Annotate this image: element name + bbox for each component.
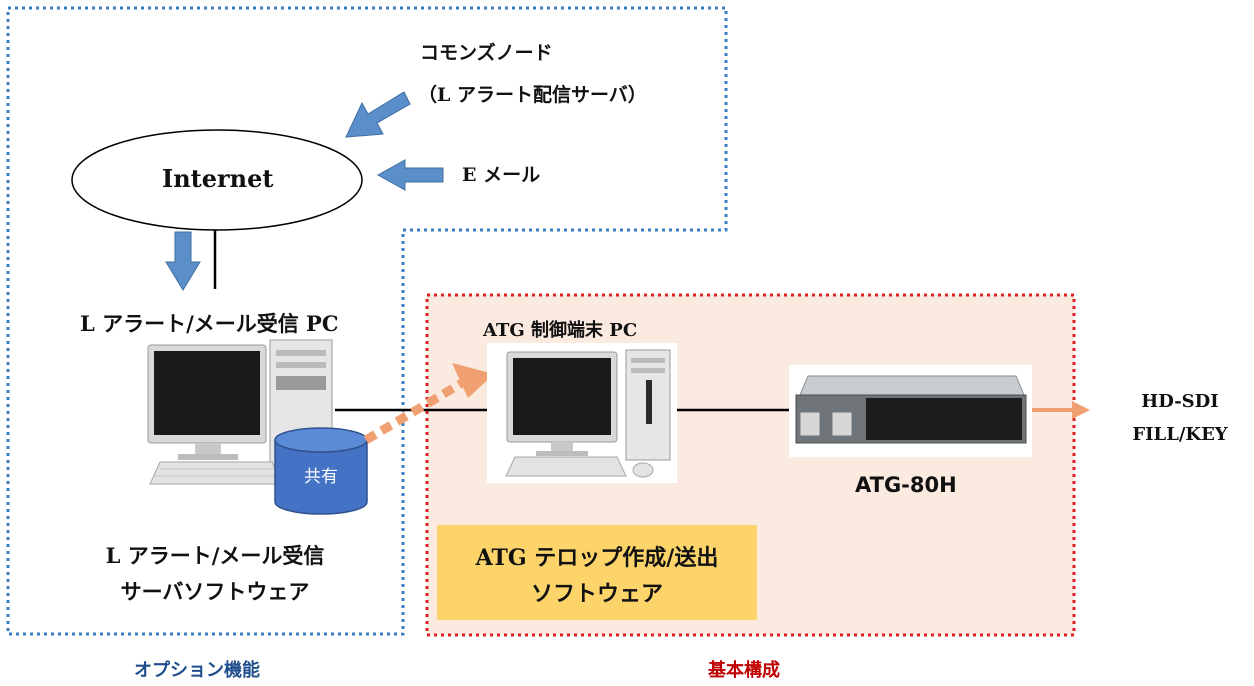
control-pc-icon: [487, 343, 677, 483]
internet-cloud: [71, 129, 363, 231]
email-label: E メール: [462, 164, 541, 186]
internet-label: Internet: [162, 164, 274, 193]
shared-data-arrow: [363, 363, 494, 444]
atg-device-icon: [789, 365, 1032, 457]
receiver-pc-label: L アラート/メール受信 PC: [80, 311, 339, 336]
legend-basic-label: 基本構成: [708, 660, 780, 681]
telop-software-line1: ATG テロップ作成/送出: [475, 545, 719, 571]
receiver-software-line2: サーバソフトウェア: [120, 579, 310, 604]
download-arrow: [165, 231, 201, 291]
control-pc-label: ATG 制御端末 PC: [483, 320, 638, 341]
output-label-line2: FILL/KEY: [1132, 424, 1228, 445]
commons-node-label: コモンズノード: [420, 42, 553, 64]
commons-node-sublabel: （L アラート配信サーバ）: [418, 84, 647, 106]
legend-option-label: オプション機能: [134, 660, 260, 681]
device-label: ATG-80H: [855, 473, 957, 497]
receiver-software-line1: L アラート/メール受信: [105, 543, 325, 568]
email-arrow: [376, 159, 444, 191]
telop-software-line2: ソフトウェア: [530, 581, 663, 607]
shared-disk-label: 共有: [304, 467, 338, 487]
commons-node-arrow: [345, 91, 411, 138]
shared-disk-icon: [274, 427, 368, 515]
output-label-line1: HD-SDI: [1141, 391, 1219, 412]
telop-software-box: [437, 525, 757, 620]
option-function-region: [6, 6, 728, 636]
output-arrow: [1032, 401, 1090, 419]
